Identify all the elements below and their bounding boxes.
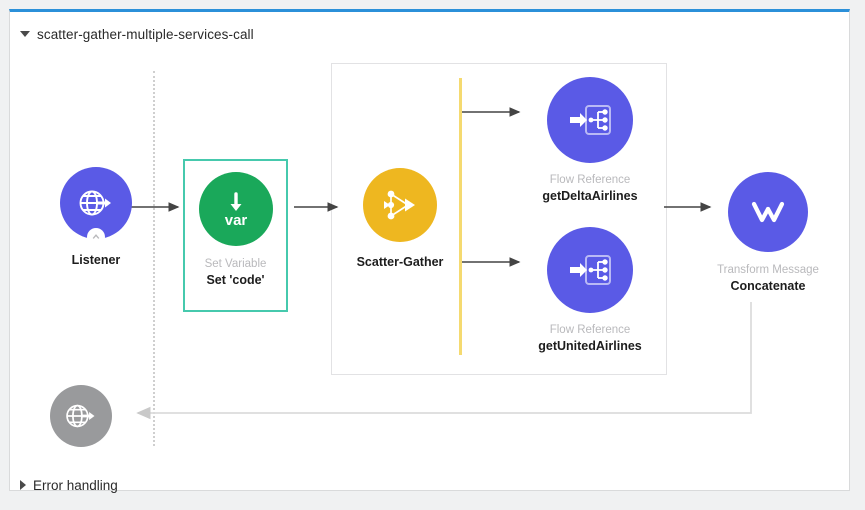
triangle-down-icon[interactable] <box>20 31 30 37</box>
globe-response-icon <box>66 404 95 428</box>
get-delta-airlines-circle[interactable] <box>547 77 633 163</box>
listener-circle[interactable] <box>60 167 132 246</box>
triangle-right-icon[interactable] <box>20 480 26 490</box>
http-badge-icon <box>87 228 105 246</box>
get-delta-airlines-type-label: Flow Reference <box>549 174 631 186</box>
set-variable-name-label: Set 'code' <box>206 273 265 287</box>
set-variable-type-label: Set Variable <box>204 258 267 270</box>
dataweave-transform-icon <box>751 201 785 223</box>
node-transform-message[interactable]: Transform Message Concatenate <box>703 172 833 294</box>
get-delta-airlines-name-label: getDeltaAirlines <box>542 189 638 203</box>
node-scatter-gather[interactable]: Scatter-Gather <box>340 168 460 270</box>
transform-message-circle[interactable] <box>728 172 808 252</box>
get-united-airlines-circle[interactable] <box>547 227 633 313</box>
transform-message-type-label: Transform Message <box>717 264 819 276</box>
var-arrow-down-icon: var <box>224 192 247 229</box>
listener-name-label: Listener <box>71 253 121 267</box>
set-variable-circle[interactable]: var <box>198 172 273 246</box>
node-listener[interactable]: Listener <box>40 167 152 268</box>
scatter-gather-circle[interactable] <box>363 168 437 242</box>
flow-reference-icon <box>570 255 611 285</box>
flow-reference-icon <box>570 105 611 135</box>
node-error-response[interactable] <box>50 385 112 447</box>
node-get-delta-airlines[interactable]: Flow Reference getDeltaAirlines <box>530 77 650 204</box>
scatter-gather-name-label: Scatter-Gather <box>356 255 444 269</box>
error-handling-label: Error handling <box>33 477 118 493</box>
node-set-variable[interactable]: var Set Variable Set 'code' <box>183 159 288 288</box>
scatter-gather-split-bar <box>459 78 462 355</box>
get-united-airlines-name-label: getUnitedAirlines <box>538 339 642 353</box>
flow-canvas-panel[interactable]: scatter-gather-multiple-services-call <box>9 9 850 493</box>
globe-listener-icon <box>79 190 111 216</box>
source-process-divider <box>153 71 155 446</box>
error-response-circle[interactable] <box>50 385 112 447</box>
scatter-gather-nodes-icon <box>384 190 415 220</box>
get-united-airlines-type-label: Flow Reference <box>549 324 631 336</box>
error-handling-section[interactable]: Error handling <box>20 477 118 493</box>
svg-text:var: var <box>224 212 247 229</box>
flow-title: scatter-gather-multiple-services-call <box>37 26 254 42</box>
node-get-united-airlines[interactable]: Flow Reference getUnitedAirlines <box>530 227 650 354</box>
transform-message-name-label: Concatenate <box>730 279 806 293</box>
flow-header[interactable]: scatter-gather-multiple-services-call <box>20 26 254 42</box>
